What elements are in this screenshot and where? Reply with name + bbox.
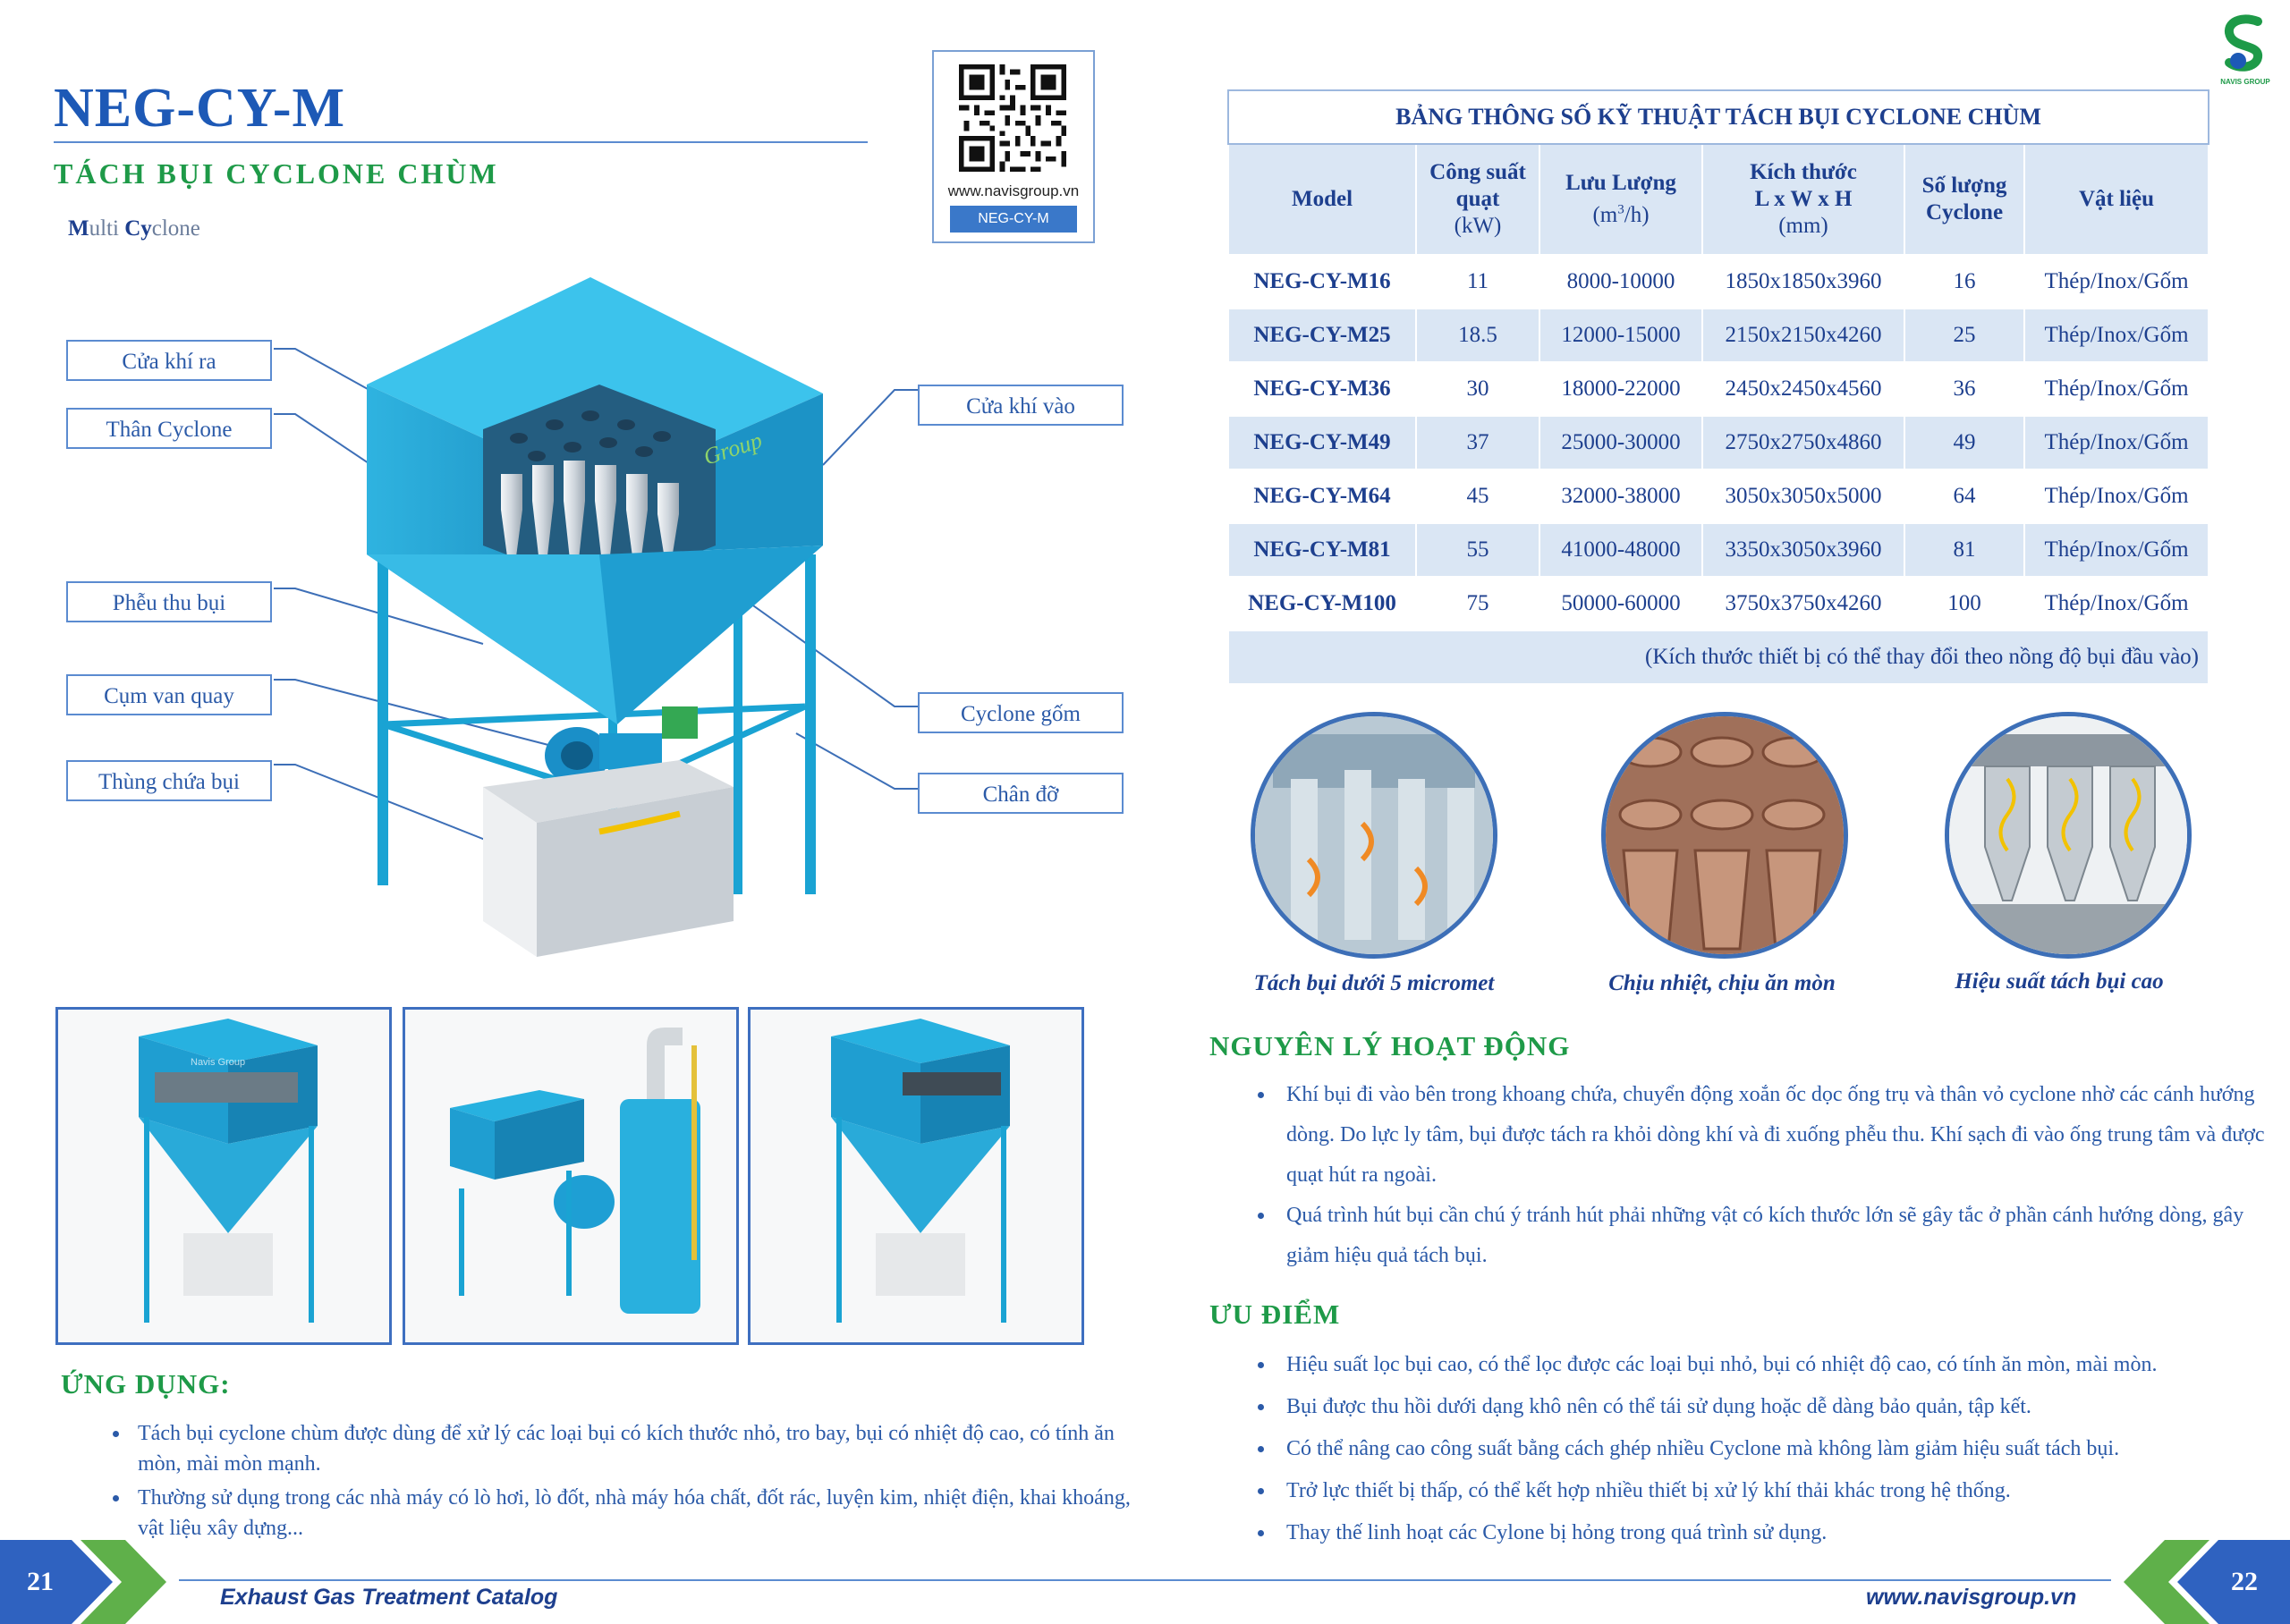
list-item: Bụi được thu hồi dưới dạng khô nên có th… [1276,1386,2277,1428]
list-item: Thay thế linh hoạt các Cylone bị hỏng tr… [1276,1512,2277,1554]
principle-list: Khí bụi đi vào bên trong khoang chứa, ch… [1233,1075,2269,1276]
callout-dust-hopper: Phễu thu bụi [66,581,272,622]
list-item: Thường sử dụng trong các nhà máy có lò h… [131,1483,1132,1544]
right-page-badge [2124,1540,2290,1624]
spec-table: BẢNG THÔNG SỐ KỸ THUẬT TÁCH BỤI CYCLONE … [1226,89,2210,685]
qr-website[interactable]: www.navisgroup.vn [947,182,1080,199]
product-photo-2 [403,1007,739,1345]
callout-cyclone-body: Thân Cyclone [66,408,272,449]
title-divider [54,141,868,143]
advantages-list: Hiệu suất lọc bụi cao, có thể lọc được c… [1233,1344,2277,1554]
col-model: Model [1227,143,1417,256]
svg-text:NAVIS GROUP: NAVIS GROUP [2220,78,2270,86]
table-caption: BẢNG THÔNG SỐ KỸ THUẬT TÁCH BỤI CYCLONE … [1226,89,2210,145]
qr-code-icon[interactable] [959,64,1066,172]
qr-model-tag: NEG-CY-M [950,206,1077,233]
product-english-name: Multi Cyclone [68,216,200,241]
application-list: Tách bụi cyclone chùm được dùng để xử lý… [89,1418,1132,1544]
qr-card[interactable]: www.navisgroup.vn NEG-CY-M [932,50,1095,243]
col-flow-rate: Lưu Lượng(m3/h) [1539,143,1703,256]
advantages-heading: ƯU ĐIỂM [1209,1298,1341,1330]
list-item: Quá trình hút bụi cần chú ý tránh hút ph… [1276,1196,2269,1276]
list-item: Tách bụi cyclone chùm được dùng để xử lý… [131,1418,1132,1479]
svg-text:Navis Group: Navis Group [191,1057,245,1068]
callout-gas-inlet: Cửa khí vào [918,385,1124,426]
right-page-number: 22 [2231,1567,2258,1596]
footer-divider [179,1579,2111,1581]
callout-ceramic-cyclone: Cyclone gốm [918,692,1124,733]
page-title: NEG-CY-M [54,78,346,139]
feature-caption-efficiency: Hiệu suất tách bụi cao [1955,969,2164,994]
feature-image-efficiency [1945,712,2192,959]
list-item: Trở lực thiết bị thấp, có thể kết hợp nh… [1276,1470,2277,1512]
list-item: Khí bụi đi vào bên trong khoang chứa, ch… [1276,1075,2269,1196]
feature-caption-fine-dust: Tách bụi dưới 5 micromet [1253,971,1495,995]
callout-gas-outlet: Cửa khí ra [66,340,272,381]
product-photo-1: Navis Group [55,1007,392,1345]
footer-catalog-title: Exhaust Gas Treatment Catalog [220,1585,558,1610]
callout-support-stand: Chân đỡ [918,773,1124,814]
callout-rotary-valve: Cụm van quay [66,674,272,715]
navis-logo-icon: NAVIS GROUP [2220,14,2270,86]
left-page-badge [0,1540,166,1624]
callout-leader-lines [274,348,918,850]
feature-caption-heat-corrosion: Chịu nhiệt, chịu ăn mòn [1608,971,1836,995]
list-item: Hiệu suất lọc bụi cao, có thể lọc được c… [1276,1344,2277,1386]
multi-cyclone-illustration: Group [367,277,823,957]
list-item: Có thể nâng cao công suất bằng cách ghép… [1276,1428,2277,1470]
feature-image-fine-dust [1251,712,1497,959]
footer-website[interactable]: www.navisgroup.vn [1866,1585,2077,1610]
table-note: (Kích thước thiết bị có thể thay đổi the… [1226,630,2210,685]
callout-dust-bin: Thùng chứa bụi [66,760,272,801]
principle-heading: NGUYÊN LÝ HOẠT ĐỘNG [1209,1030,1571,1062]
col-material: Vật liệu [2023,143,2210,256]
product-photo-3 [748,1007,1084,1345]
feature-image-ceramic [1601,712,1848,959]
left-page-number: 21 [27,1567,54,1596]
application-heading: ỨNG DỤNG: [61,1368,231,1400]
product-subtitle: TÁCH BỤI CYCLONE CHÙM [54,157,499,190]
